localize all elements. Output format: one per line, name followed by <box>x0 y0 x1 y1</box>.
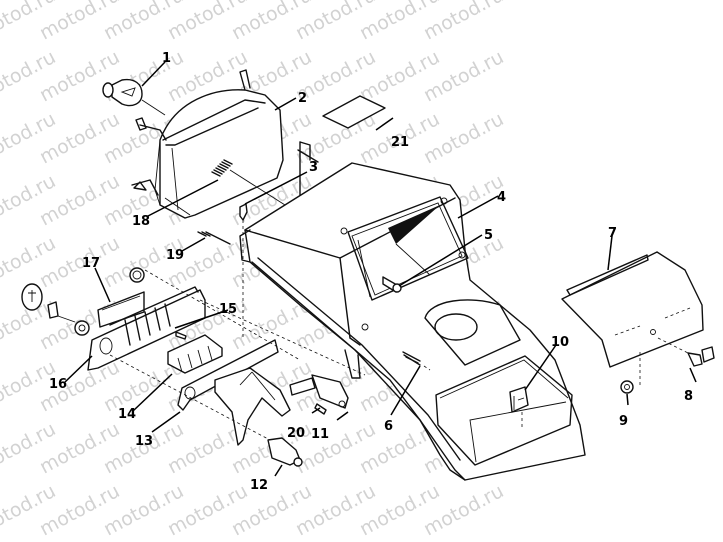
headlight-housing <box>131 69 284 219</box>
callout-leaders <box>64 61 697 477</box>
callout-3: 3 <box>309 160 318 175</box>
callout-9: 9 <box>619 414 628 429</box>
callout-12: 12 <box>250 478 268 493</box>
callout-11: 11 <box>311 427 329 442</box>
pin <box>175 331 187 340</box>
strip <box>97 291 145 328</box>
switch <box>289 374 349 409</box>
wing-screw <box>687 346 715 367</box>
grommet <box>129 267 145 283</box>
decal <box>297 95 386 201</box>
assembly-guides <box>109 269 366 441</box>
callout-15: 15 <box>219 302 237 317</box>
knob <box>267 437 303 467</box>
callout-21: 21 <box>391 135 409 150</box>
callout-20: 20 <box>287 426 305 441</box>
switch-block <box>167 334 223 374</box>
cover-panel <box>561 251 704 385</box>
callout-8: 8 <box>684 389 693 404</box>
callout-19: 19 <box>166 248 184 263</box>
callout-17: 17 <box>82 256 100 271</box>
callout-7: 7 <box>608 226 617 241</box>
callout-1: 1 <box>162 51 171 66</box>
screw-6 <box>402 351 431 371</box>
callout-16: 16 <box>49 377 67 392</box>
console <box>239 162 586 481</box>
spring-19 <box>197 231 231 245</box>
screw-20 <box>314 403 327 415</box>
nut <box>620 380 634 394</box>
spring-18 <box>211 159 286 206</box>
callout-labels: 1 2 3 4 5 6 7 8 9 10 11 12 13 14 15 16 1… <box>49 51 693 493</box>
callout-2: 2 <box>298 91 307 106</box>
latch <box>509 386 529 428</box>
callout-4: 4 <box>497 190 506 205</box>
callout-5: 5 <box>484 228 493 243</box>
screw-5 <box>382 276 402 293</box>
headlight-bulb <box>102 78 166 116</box>
callout-6: 6 <box>384 419 393 434</box>
screw-3 <box>239 203 248 340</box>
bracket <box>177 339 291 446</box>
callout-10: 10 <box>551 335 569 350</box>
callout-14: 14 <box>118 407 136 422</box>
mounting-plate <box>87 286 206 371</box>
key-lock <box>21 283 90 336</box>
callout-13: 13 <box>135 434 153 449</box>
callout-18: 18 <box>132 214 150 229</box>
